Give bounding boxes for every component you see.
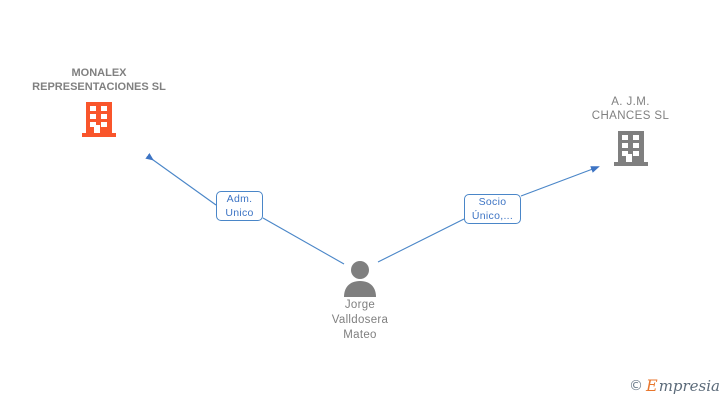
relation-label-line2: Único,...: [471, 210, 514, 222]
company-right-name: A. J.M. CHANCES SL: [558, 95, 703, 123]
relation-label-line2: Unico: [225, 207, 254, 219]
company-right-name-line1: A. J.M.: [611, 96, 650, 108]
relation-label-line1: Socio: [478, 196, 507, 208]
company-left-name-line1: MONALEX: [71, 67, 127, 79]
watermark-empresia: © E mpresia: [629, 376, 720, 395]
watermark-brand-initial: E: [646, 376, 658, 395]
building-icon: [613, 129, 648, 167]
person-name: Jorge Valldosera Mateo: [290, 298, 430, 343]
person-name-line2: Valldosera: [331, 314, 389, 326]
person-icon: [290, 258, 430, 298]
relation-label-socio-unico[interactable]: Socio Único,...: [464, 194, 521, 224]
person-name-line1: Jorge: [344, 299, 376, 311]
node-company-left[interactable]: MONALEX REPRESENTACIONES SL: [8, 66, 190, 138]
watermark-brand-rest: mpresia: [658, 377, 720, 395]
person-name-line3: Mateo: [343, 329, 377, 341]
building-icon: [82, 100, 116, 138]
relation-label-adm-unico[interactable]: Adm. Unico: [216, 191, 263, 221]
node-person[interactable]: Jorge Valldosera Mateo: [290, 258, 430, 343]
company-left-name-line2: REPRESENTACIONES SL: [32, 81, 166, 93]
company-right-name-line2: CHANCES SL: [591, 110, 670, 122]
copyright-icon: ©: [629, 378, 643, 394]
node-company-right[interactable]: A. J.M. CHANCES SL: [558, 95, 703, 167]
relation-label-line1: Adm.: [226, 193, 253, 205]
company-left-name: MONALEX REPRESENTACIONES SL: [8, 66, 190, 94]
